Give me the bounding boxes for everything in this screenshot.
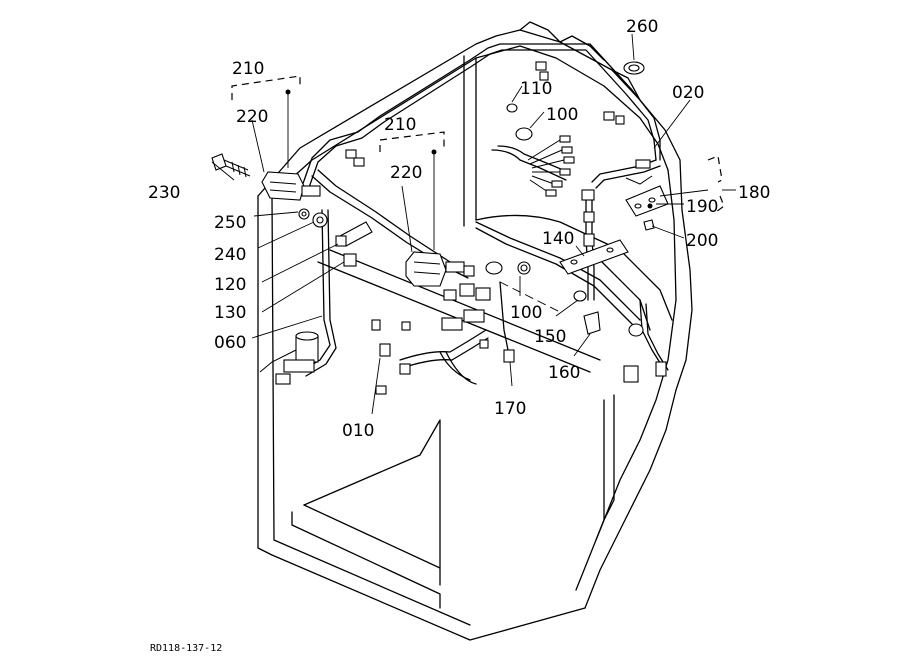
- bracket-180: [625, 175, 669, 217]
- callout-100-top: 100: [546, 105, 578, 125]
- cab-frame: [257, 21, 693, 641]
- grommet-260: [623, 61, 645, 75]
- bracket-140: [559, 239, 629, 275]
- callout-190: 190: [686, 197, 718, 217]
- callout-020: 020: [672, 83, 704, 103]
- washer-motor-060: [259, 331, 319, 385]
- callout-120: 120: [214, 275, 246, 295]
- callout-210-left: 210: [232, 59, 264, 79]
- wire-harness: [299, 43, 669, 385]
- callout-220-center: 220: [390, 163, 422, 183]
- callout-220-left: 220: [236, 107, 268, 127]
- assembly-brackets: [231, 75, 725, 213]
- callout-230: 230: [148, 183, 180, 203]
- callout-150: 150: [534, 327, 566, 347]
- callout-100-center: 100: [510, 303, 542, 323]
- callout-010: 010: [342, 421, 374, 441]
- callout-170: 170: [494, 399, 526, 419]
- callout-200: 200: [686, 231, 718, 251]
- parts: [211, 61, 669, 395]
- drawing-code: RD118-137-12: [150, 643, 222, 654]
- work-lamp-220-center: [405, 251, 475, 287]
- callout-060: 060: [214, 333, 246, 353]
- bolt-230: [211, 153, 251, 178]
- callout-240: 240: [214, 245, 246, 265]
- callout-140: 140: [542, 229, 574, 249]
- callout-130: 130: [214, 303, 246, 323]
- callout-250: 250: [214, 213, 246, 233]
- callout-260: 260: [626, 17, 658, 37]
- leader-lines: [211, 33, 709, 415]
- callout-180: 180: [738, 183, 770, 203]
- callout-210-center: 210: [384, 115, 416, 135]
- callout-160: 160: [548, 363, 580, 383]
- switch-120: [335, 221, 373, 247]
- callout-labels: 260 210 220 110 100 020 210 220 230 250 …: [148, 17, 770, 441]
- work-lamp-220-left: [261, 171, 321, 201]
- callout-110: 110: [520, 79, 552, 99]
